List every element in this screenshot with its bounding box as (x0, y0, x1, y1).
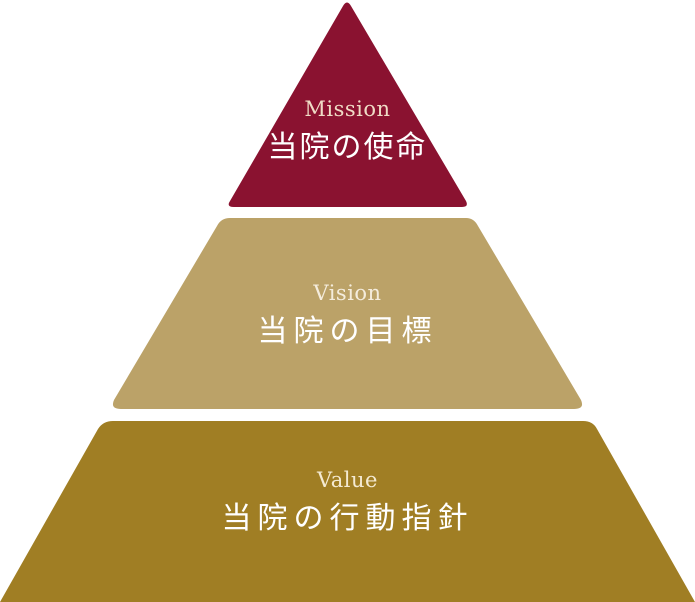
vision-tier: Vision 当院の目標 (0, 283, 695, 347)
value-tier-shape (0, 421, 695, 602)
mission-tier: Mission 当院の使命 (0, 99, 695, 163)
vision-label-en: Vision (313, 281, 382, 305)
value-label-ja: 当院の行動指針 (221, 501, 474, 536)
value-label-en: Value (317, 468, 378, 492)
mission-label-ja: 当院の使命 (267, 130, 428, 165)
vision-label-ja: 当院の目標 (257, 314, 438, 349)
mission-tier-shape (228, 2, 467, 207)
value-tier: Value 当院の行動指針 (0, 470, 695, 534)
vision-tier-shape (112, 218, 583, 409)
mission-label-en: Mission (304, 97, 391, 121)
